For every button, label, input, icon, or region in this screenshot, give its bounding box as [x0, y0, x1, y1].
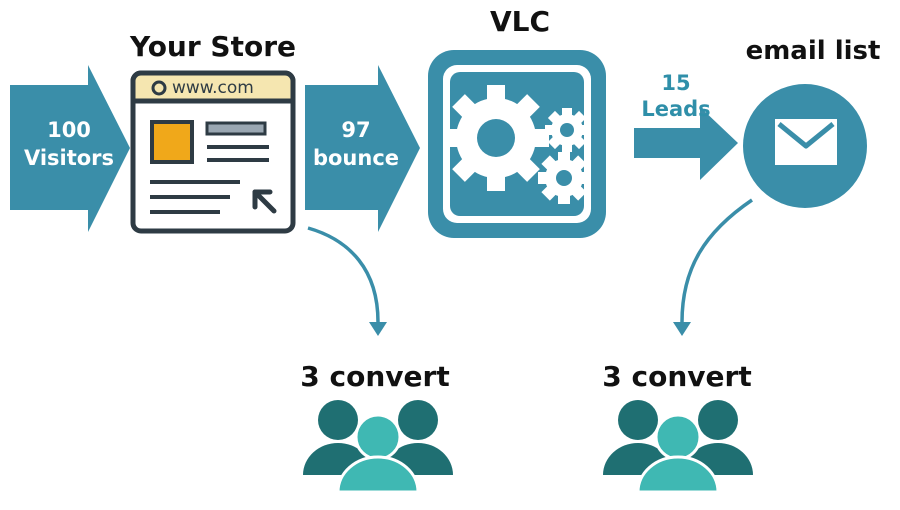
vlc-box: [428, 50, 606, 238]
bounce-text: bounce: [312, 146, 400, 170]
envelope-icon: [775, 119, 837, 165]
visitors-text: Visitors: [23, 146, 115, 170]
bounce-arrow: [305, 65, 420, 232]
convert-right-label: 3 convert: [602, 360, 752, 393]
vlc-title: VLC: [489, 5, 551, 38]
convert-left-label: 3 convert: [300, 360, 450, 393]
browser-window-icon: [130, 70, 296, 234]
leads-text: Leads: [641, 97, 711, 121]
right-down-curve: [680, 198, 753, 323]
left-down-arrowhead: [369, 322, 387, 336]
cursor-arrow-icon: [252, 189, 277, 214]
users-group-icon: [303, 400, 453, 494]
bounce-label: 97 bounce: [306, 116, 406, 172]
email-circle: [743, 84, 867, 208]
visitors-arrow: [10, 65, 130, 232]
leads-count: 15: [661, 71, 691, 95]
users-group-icon: [603, 400, 753, 494]
email-title: email list: [745, 36, 881, 66]
leads-arrow: [634, 107, 738, 180]
right-down-arrowhead: [673, 322, 691, 336]
visitors-count: 100: [47, 118, 91, 142]
leads-label: 15 Leads: [626, 70, 726, 122]
left-down-curve: [307, 226, 380, 323]
store-title: Your Store: [129, 30, 297, 63]
visitors-label: 100 Visitors: [14, 116, 124, 172]
bounce-count: 97: [341, 118, 371, 142]
store-url: www.com: [172, 78, 254, 98]
